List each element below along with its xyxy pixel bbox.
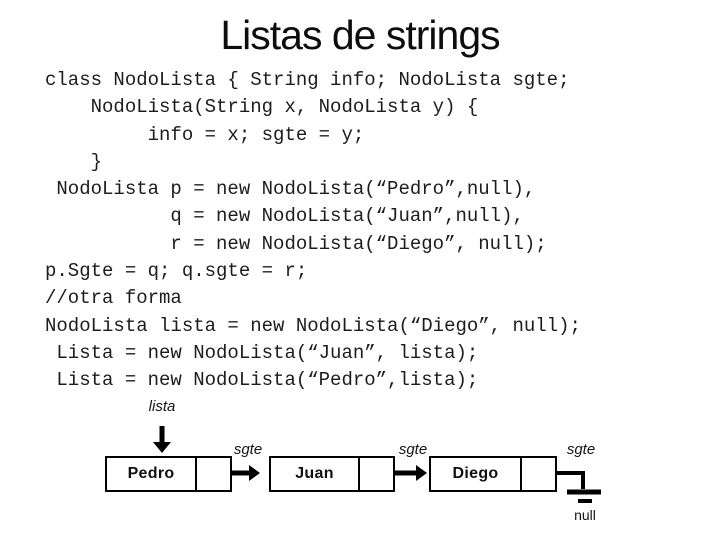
- list-node-juan: Juan: [269, 456, 395, 492]
- list-node-pedro: Pedro: [105, 456, 232, 492]
- code-line: }: [45, 150, 103, 173]
- code-line: info = x; sgte = y;: [45, 123, 365, 146]
- node-pointer-cell: [520, 458, 555, 490]
- code-line: NodoLista p = new NodoLista(“Pedro”,null…: [45, 178, 536, 201]
- sgte-arrow-icon-2: [392, 465, 427, 481]
- code-line: Lista = new NodoLista(“Juan”, lista);: [45, 341, 479, 364]
- code-line: q = new NodoLista(“Juan”,null),: [45, 205, 524, 228]
- code-line: NodoLista lista = new NodoLista(“Diego”,…: [45, 314, 581, 337]
- code-block: class NodoLista { String info; NodoLista…: [45, 67, 581, 395]
- code-line: r = new NodoLista(“Diego”, null);: [45, 232, 547, 255]
- code-line: NodoLista(String x, NodoLista y) {: [45, 96, 479, 119]
- node-info-cell: Diego: [452, 465, 499, 482]
- sgte-link-label-2: sgte: [398, 441, 428, 458]
- code-line: //otra forma: [45, 287, 182, 310]
- node-pointer-cell: [358, 458, 393, 490]
- sgte-link-label-3: sgte: [566, 441, 596, 458]
- slide-title: Listas de strings: [220, 12, 500, 58]
- code-line: p.Sgte = q; q.sgte = r;: [45, 260, 308, 283]
- list-node-diego: Diego: [429, 456, 557, 492]
- sgte-link-label-1: sgte: [233, 441, 263, 458]
- null-ground-icon: [551, 471, 601, 503]
- node-info-cell: Juan: [295, 465, 334, 482]
- code-line: class NodoLista { String info; NodoLista…: [45, 69, 570, 91]
- code-line: Lista = new NodoLista(“Pedro”,lista);: [45, 369, 479, 392]
- lista-down-arrow-icon: [153, 426, 171, 453]
- node-info-cell: Pedro: [127, 465, 175, 482]
- null-label: null: [574, 507, 596, 523]
- linked-list-diagram: lista Pedro: [0, 390, 720, 540]
- lista-pointer-label: lista: [148, 398, 176, 415]
- node-pointer-cell: [195, 458, 230, 490]
